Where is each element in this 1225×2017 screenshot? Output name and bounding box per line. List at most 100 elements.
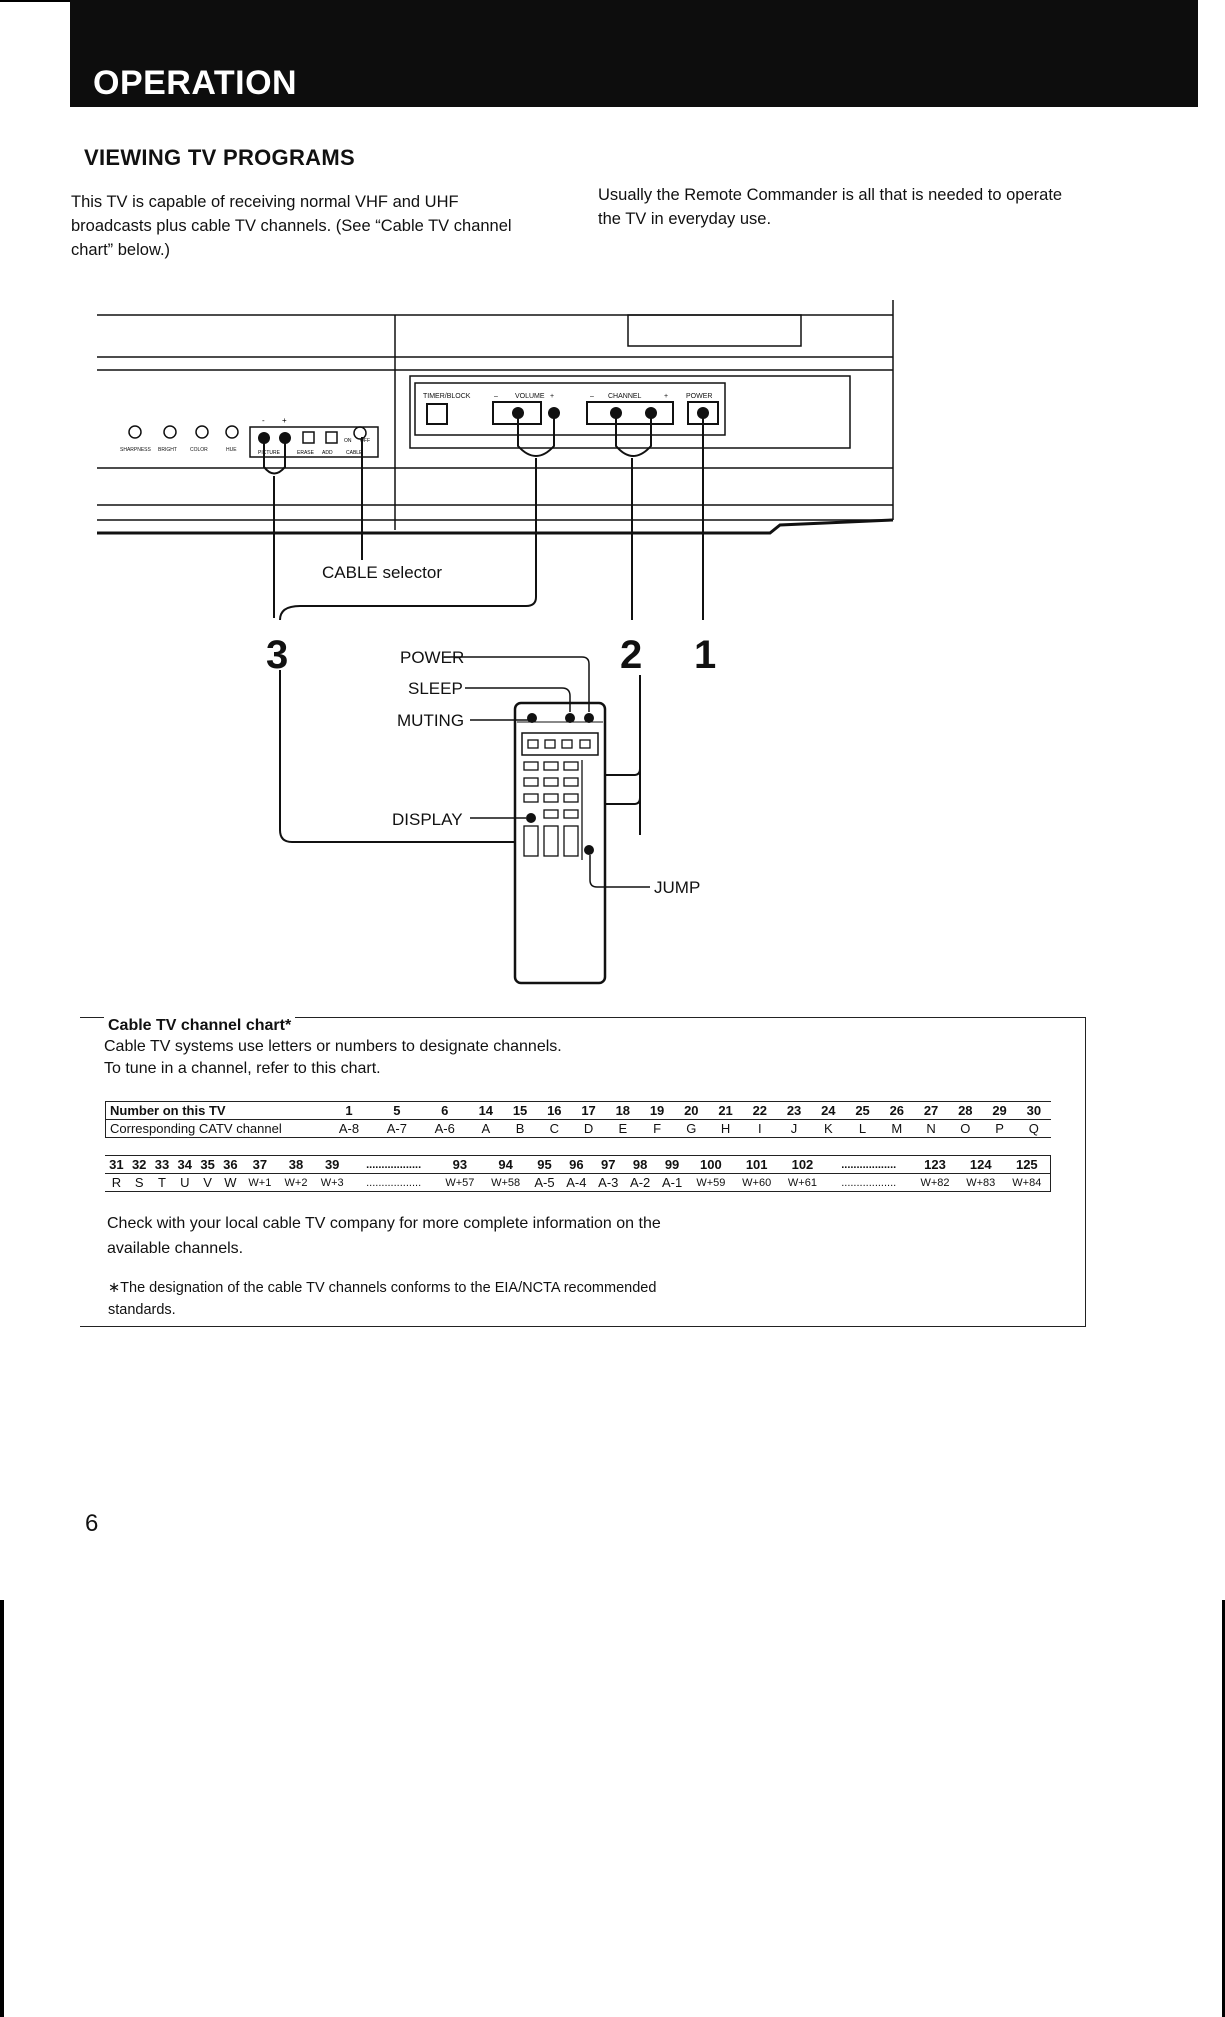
table-cell: B <box>515 1121 525 1136</box>
table-cell: 6 <box>420 1101 469 1120</box>
scan-edge-left <box>0 1600 4 2017</box>
step-number-1: 1 <box>694 633 716 677</box>
table-cell: W+2 <box>284 1176 308 1189</box>
svg-text:POWER: POWER <box>686 393 712 400</box>
remote-label-sleep: SLEEP <box>408 679 463 698</box>
row-label-catv: Corresponding CATV channel <box>110 1121 282 1136</box>
table-cell: H <box>720 1121 731 1136</box>
header-bar <box>70 0 1198 107</box>
table-cell: W+60 <box>742 1176 772 1189</box>
remote-callout-lines <box>444 656 650 888</box>
svg-text:–: – <box>590 393 594 400</box>
tv-remote-diagram: SHARPNESS BRIGHT COLOR HUE - + PICTURE E… <box>97 300 894 985</box>
table-cell: 35 <box>196 1155 219 1174</box>
remote-label-muting: MUTING <box>397 711 464 730</box>
picture-buttons: - + PICTURE ERASE ADD ON OFF CABLE <box>249 416 379 458</box>
table-cell: 27 <box>913 1101 949 1120</box>
table-cell: 16 <box>537 1101 572 1120</box>
table-cell: 102 <box>779 1155 826 1174</box>
table-cell: 19 <box>639 1101 675 1120</box>
svg-text:CHANNEL: CHANNEL <box>608 393 642 400</box>
table-cell: A-4 <box>566 1175 587 1190</box>
table-cell: W+57 <box>445 1176 475 1189</box>
table-cell: A-6 <box>434 1121 455 1136</box>
cable-chart-intro-1: Cable TV systems use letters or numbers … <box>104 1038 562 1055</box>
table-cell: 94 <box>482 1155 529 1174</box>
table-cell: W+59 <box>696 1176 726 1189</box>
callout-lines <box>263 414 704 843</box>
table-cell: R <box>111 1175 122 1190</box>
table-cell: W+84 <box>1012 1176 1042 1189</box>
section-title: VIEWING TV PROGRAMS <box>84 145 355 170</box>
table-cell: 125 <box>1003 1155 1051 1174</box>
table-cell: 99 <box>656 1155 688 1174</box>
knob-label-hue: HUE <box>226 447 237 453</box>
table-cell: 36 <box>218 1155 242 1174</box>
table-cell: 95 <box>528 1155 561 1174</box>
svg-text:ON: ON <box>344 438 352 444</box>
intro-right-text: Usually the Remote Commander is all that… <box>598 186 1063 228</box>
table-cell: .................. <box>366 1176 422 1189</box>
knob-label-bright: BRIGHT <box>158 447 177 453</box>
table-cell: .................. <box>825 1155 913 1174</box>
table-cell: A <box>481 1121 491 1136</box>
table-cell: 34 <box>173 1155 197 1174</box>
table-cell: 32 <box>127 1155 151 1174</box>
table-cell: A-8 <box>338 1121 360 1136</box>
table-cell: M <box>891 1121 903 1136</box>
svg-text:-: - <box>262 416 265 425</box>
top-left-rule <box>0 0 70 2</box>
table-cell: 1 <box>325 1101 373 1120</box>
table-cell: W+61 <box>787 1176 817 1189</box>
tv-front-panel <box>97 300 894 535</box>
table-cell: F <box>653 1121 662 1136</box>
svg-text:VOLUME: VOLUME <box>515 393 545 400</box>
remote-label-jump: JUMP <box>654 878 700 897</box>
table-cell: 25 <box>845 1101 880 1120</box>
table-cell: K <box>823 1121 833 1136</box>
chart-footnote: ∗The designation of the cable TV channel… <box>108 1280 657 1318</box>
table-cell: .................. <box>841 1176 897 1189</box>
svg-text:OFF: OFF <box>360 438 370 444</box>
remote-label-display: DISPLAY <box>392 810 463 829</box>
page-number: 6 <box>85 1510 99 1537</box>
svg-text:+: + <box>282 416 287 425</box>
table-cell: A-1 <box>661 1175 683 1190</box>
table-cell: A-3 <box>598 1175 619 1190</box>
table-cell: T <box>158 1175 166 1190</box>
check-note: Check with your local cable TV company f… <box>107 1215 661 1257</box>
table-cell: 22 <box>742 1101 777 1120</box>
front-controls: TIMER/BLOCK – VOLUME + – CHANNEL + POWER <box>423 393 719 425</box>
table-cell: 29 <box>982 1101 1017 1120</box>
table-cell: 98 <box>624 1155 657 1174</box>
table-cell: J <box>790 1121 798 1136</box>
table-cell: .................. <box>350 1155 437 1174</box>
table-cell: 101 <box>733 1155 780 1174</box>
step-number-3: 3 <box>266 633 288 677</box>
cable-selector-label: CABLE selector <box>322 563 442 582</box>
cable-chart-box <box>80 1017 1086 1327</box>
table-cell: 93 <box>436 1155 483 1174</box>
scan-edge-right <box>1222 1600 1225 2017</box>
table-cell: W+1 <box>248 1176 272 1189</box>
table-cell: 30 <box>1016 1101 1051 1120</box>
table-cell: 18 <box>605 1101 640 1120</box>
knob-label-sharpness: SHARPNESS <box>120 447 152 453</box>
table-cell: G <box>686 1121 697 1136</box>
table-cell: P <box>995 1121 1004 1136</box>
table-cell: 97 <box>592 1155 625 1174</box>
table-cell: 124 <box>957 1155 1004 1174</box>
table-cell: 23 <box>776 1101 812 1120</box>
table-cell: 38 <box>277 1155 315 1174</box>
table-cell: I <box>757 1121 762 1136</box>
cable-chart-intro-2: To tune in a channel, refer to this char… <box>104 1060 381 1077</box>
svg-text:TIMER/BLOCK: TIMER/BLOCK <box>423 393 471 400</box>
table-cell: 15 <box>502 1101 538 1120</box>
knob-label-color: COLOR <box>190 447 208 453</box>
step-number-2: 2 <box>620 633 642 677</box>
svg-text:PICTURE: PICTURE <box>258 450 281 456</box>
table-cell: D <box>583 1121 594 1136</box>
svg-text:ERASE: ERASE <box>297 450 315 456</box>
